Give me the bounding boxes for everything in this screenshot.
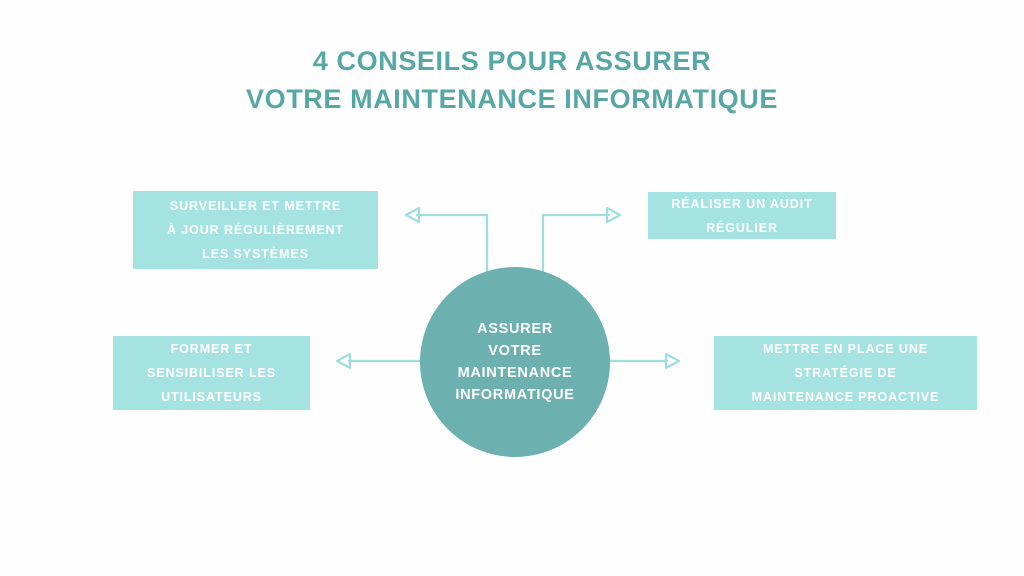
center-line-1: ASSURER	[477, 321, 553, 337]
tip-line: SENSIBILISER LES	[146, 366, 276, 380]
tip-box-former-utilisateurs[interactable]: FORMER ET SENSIBILISER LES UTILISATEURS	[113, 336, 310, 410]
title-line-1: 4 CONSEILS POUR ASSURER	[312, 46, 712, 76]
tip-line: STRATÉGIE DE	[794, 366, 897, 380]
tip-line: RÉGULIER	[706, 220, 778, 235]
page-title: 4 CONSEILS POUR ASSURER VOTRE MAINTENANC…	[0, 42, 1024, 118]
tip-line: METTRE EN PLACE UNE	[762, 342, 929, 356]
center-line-3: MAINTENANCE	[457, 365, 573, 381]
tip-line: RÉALISER UN AUDIT	[671, 196, 813, 211]
tip-line: À JOUR RÉGULIÈREMENT	[166, 223, 345, 237]
tip-box-surveiller-systemes[interactable]: SURVEILLER ET METTRE À JOUR RÉGULIÈREMEN…	[133, 191, 378, 269]
center-node[interactable]: ASSURER VOTRE MAINTENANCE INFORMATIQUE	[420, 267, 610, 457]
tip-line: FORMER ET	[170, 342, 253, 356]
arrowhead-top-right-icon	[605, 206, 622, 224]
arrowhead-right-icon	[664, 352, 681, 370]
center-line-4: INFORMATIQUE	[455, 387, 575, 403]
tip-box-strategie-proactive[interactable]: METTRE EN PLACE UNE STRATÉGIE DE MAINTEN…	[714, 336, 977, 410]
arrowhead-top-left-icon	[404, 206, 421, 224]
tip-line: SURVEILLER ET METTRE	[169, 199, 342, 213]
tip-line: LES SYSTÈMES	[202, 247, 309, 261]
connector-top-right	[541, 213, 610, 285]
title-line-2: VOTRE MAINTENANCE INFORMATIQUE	[246, 84, 778, 114]
tip-box-realiser-audit[interactable]: RÉALISER UN AUDIT RÉGULIER	[648, 192, 836, 239]
arrowhead-left-icon	[335, 352, 352, 370]
tip-line: UTILISATEURS	[161, 390, 262, 404]
center-line-2: VOTRE	[488, 343, 542, 359]
tip-line: MAINTENANCE PROACTIVE	[751, 390, 940, 404]
connector-top-left	[416, 213, 489, 285]
